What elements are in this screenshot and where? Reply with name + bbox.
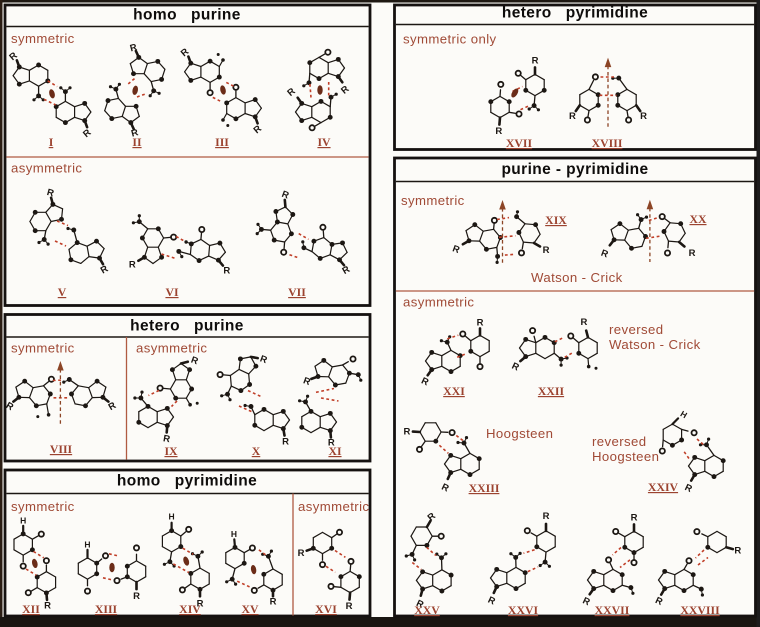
- svg-text:IX: IX: [164, 444, 178, 458]
- svg-text:XV: XV: [241, 602, 259, 616]
- svg-text:XVII: XVII: [506, 136, 533, 150]
- svg-text:R: R: [46, 187, 56, 199]
- svg-text:R: R: [44, 601, 51, 612]
- svg-text:H: H: [20, 516, 26, 526]
- svg-text:III: III: [215, 135, 229, 149]
- svg-text:asymmetric: asymmetric: [298, 499, 369, 514]
- svg-text:R: R: [495, 126, 502, 137]
- svg-text:R: R: [130, 127, 140, 139]
- svg-text:XXVII: XXVII: [595, 603, 630, 617]
- svg-text:symmetric: symmetric: [11, 499, 75, 514]
- svg-text:XXI: XXI: [443, 384, 465, 398]
- svg-text:R: R: [189, 355, 199, 368]
- svg-text:R: R: [510, 361, 521, 374]
- svg-text:symmetric: symmetric: [401, 193, 465, 208]
- svg-text:XXII: XXII: [538, 384, 565, 398]
- svg-text:R: R: [133, 591, 140, 602]
- svg-text:R: R: [328, 438, 335, 449]
- svg-text:R: R: [581, 595, 592, 608]
- svg-text:R: R: [129, 42, 139, 54]
- svg-text:R: R: [477, 318, 484, 329]
- svg-text:VI: VI: [165, 285, 179, 299]
- svg-text:XIV: XIV: [179, 602, 201, 616]
- svg-text:II: II: [132, 135, 142, 149]
- svg-text:homo pyrimidine: homo pyrimidine: [117, 473, 257, 490]
- svg-text:symmetric: symmetric: [11, 341, 75, 356]
- svg-text:R: R: [683, 482, 694, 495]
- svg-text:R: R: [341, 264, 353, 277]
- svg-text:purine - pyrimidine: purine - pyrimidine: [501, 161, 648, 178]
- svg-text:symmetric: symmetric: [11, 31, 75, 46]
- svg-text:XXV: XXV: [414, 603, 440, 617]
- svg-text:R: R: [451, 243, 461, 256]
- svg-text:XVI: XVI: [315, 602, 337, 616]
- svg-text:hetero purine: hetero purine: [130, 318, 244, 335]
- svg-text:R: R: [107, 400, 119, 413]
- svg-text:H: H: [84, 540, 90, 550]
- svg-text:R: R: [162, 433, 171, 445]
- svg-text:R: R: [346, 601, 353, 612]
- svg-text:hetero pyrimidine: hetero pyrimidine: [502, 5, 648, 22]
- svg-text:XXIV: XXIV: [648, 480, 679, 494]
- svg-text:R: R: [734, 546, 741, 557]
- svg-text:VIII: VIII: [50, 442, 73, 456]
- svg-text:R: R: [197, 599, 204, 610]
- svg-text:H: H: [169, 512, 175, 522]
- svg-text:R: R: [653, 595, 664, 608]
- svg-text:R: R: [302, 375, 312, 388]
- svg-text:R: R: [403, 427, 410, 438]
- svg-text:R: R: [298, 548, 305, 559]
- svg-text:R: R: [4, 400, 16, 413]
- svg-text:reversed: reversed: [609, 322, 664, 337]
- svg-text:XXIII: XXIII: [469, 481, 500, 495]
- svg-text:asymmetric: asymmetric: [403, 295, 474, 310]
- svg-text:symmetric only: symmetric only: [403, 32, 497, 47]
- svg-text:Watson - Crick: Watson - Crick: [531, 270, 623, 285]
- svg-text:R: R: [419, 375, 430, 388]
- svg-text:R: R: [543, 245, 550, 256]
- svg-text:H: H: [231, 529, 237, 539]
- svg-text:homo purine: homo purine: [133, 7, 241, 24]
- svg-text:R: R: [569, 111, 576, 122]
- svg-text:asymmetric: asymmetric: [136, 341, 207, 356]
- svg-text:R: R: [640, 111, 647, 122]
- svg-text:Watson - Crick: Watson - Crick: [609, 337, 701, 352]
- svg-text:R: R: [129, 260, 136, 271]
- svg-text:XIII: XIII: [95, 602, 118, 616]
- svg-text:H: H: [679, 409, 689, 421]
- svg-text:R: R: [532, 56, 539, 67]
- svg-text:R: R: [599, 248, 609, 261]
- svg-text:R: R: [99, 263, 111, 276]
- svg-text:I: I: [49, 135, 54, 149]
- svg-text:R: R: [580, 317, 587, 328]
- svg-text:Hoogsteen: Hoogsteen: [592, 449, 659, 464]
- svg-text:IV: IV: [317, 135, 331, 149]
- svg-text:VII: VII: [288, 285, 306, 299]
- svg-text:XIX: XIX: [545, 213, 567, 227]
- svg-text:reversed: reversed: [592, 434, 647, 449]
- svg-text:R: R: [486, 595, 497, 608]
- svg-text:R: R: [689, 248, 696, 259]
- svg-text:R: R: [280, 189, 290, 202]
- svg-text:asymmetric: asymmetric: [11, 161, 82, 176]
- svg-text:XX: XX: [689, 212, 707, 226]
- svg-text:R: R: [414, 598, 425, 611]
- svg-text:R: R: [631, 513, 638, 524]
- svg-text:XI: XI: [328, 444, 342, 458]
- svg-text:XXVIII: XXVIII: [680, 603, 720, 617]
- svg-text:R: R: [440, 482, 451, 495]
- svg-text:R: R: [258, 354, 268, 367]
- svg-text:XII: XII: [22, 602, 40, 616]
- svg-text:R: R: [223, 265, 230, 276]
- svg-text:XVIII: XVIII: [592, 136, 623, 150]
- svg-text:XXVI: XXVI: [508, 603, 539, 617]
- svg-text:R: R: [270, 596, 277, 607]
- svg-text:Hoogsteen: Hoogsteen: [486, 426, 553, 441]
- svg-text:X: X: [252, 444, 261, 458]
- svg-text:V: V: [58, 285, 67, 299]
- svg-text:R: R: [543, 511, 550, 522]
- svg-text:R: R: [282, 437, 289, 448]
